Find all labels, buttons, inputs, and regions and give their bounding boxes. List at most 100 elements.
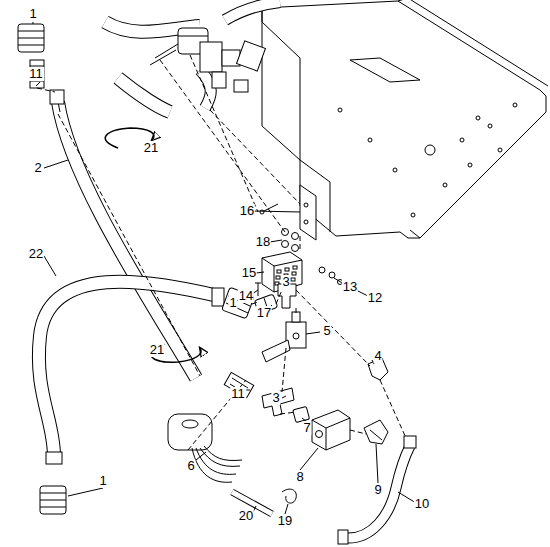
bracket <box>304 220 308 224</box>
callout-number: 11 <box>230 387 246 401</box>
callout-number: 12 <box>367 291 383 305</box>
callout-number: 3 <box>271 391 280 405</box>
callout-number: 16 <box>239 204 255 218</box>
assembly-line <box>276 290 282 304</box>
terminal-block <box>319 267 325 273</box>
callout-number: 20 <box>238 509 254 523</box>
mounting-plate <box>488 124 492 128</box>
callout-number: 21 <box>149 343 165 357</box>
upper-valve-assembly <box>150 44 178 65</box>
assembly-line <box>300 236 301 250</box>
callout-number: 21 <box>143 141 159 155</box>
hose <box>345 446 410 538</box>
elbow-fitting <box>370 430 382 440</box>
leader-line <box>254 211 300 212</box>
valve-body <box>316 431 323 438</box>
hose <box>39 282 224 464</box>
callout-number: 1 <box>28 7 37 21</box>
mounting-plate <box>262 8 300 160</box>
threaded-fitting <box>30 60 254 398</box>
solenoid-coil <box>168 414 212 450</box>
leader-line <box>33 22 416 514</box>
upper-valve-assembly <box>178 36 208 37</box>
solenoid-coil <box>168 414 242 482</box>
upper-valve-assembly <box>234 80 248 92</box>
callout-number: 1 <box>98 474 107 488</box>
solenoid-coil <box>182 420 198 428</box>
upper-valve-assembly <box>200 42 222 72</box>
illustration <box>18 0 548 544</box>
leader-line <box>33 22 34 24</box>
terminal-block <box>293 266 297 269</box>
nut-fitting <box>18 24 254 514</box>
valve <box>292 312 300 322</box>
mounting-plate <box>410 230 420 238</box>
hose <box>58 102 196 378</box>
assembly-line <box>210 110 300 204</box>
hose <box>50 90 64 104</box>
hose <box>338 436 416 544</box>
assembly-line <box>190 55 258 212</box>
callout-number: 1 <box>228 296 237 310</box>
callout-number: 15 <box>241 266 257 280</box>
callout-number: 5 <box>322 324 331 338</box>
callout-number: 19 <box>277 514 293 528</box>
mounting-plate <box>468 163 472 167</box>
callout-number: 14 <box>238 289 254 303</box>
nut-fitting <box>222 287 255 318</box>
solenoid-coil <box>192 446 242 482</box>
hose <box>58 102 196 378</box>
hose <box>46 452 62 464</box>
valve-body <box>312 418 350 450</box>
leader-line <box>306 332 320 334</box>
leader-line <box>246 390 250 391</box>
mounting-plate <box>425 145 435 155</box>
mounting-plate <box>393 168 397 172</box>
terminal-block <box>255 252 343 296</box>
terminal-block <box>329 272 335 278</box>
hose <box>338 530 348 544</box>
mounting-plate <box>513 103 517 107</box>
tee-fitting <box>262 388 294 416</box>
callout-number: 10 <box>414 497 430 511</box>
hose <box>345 446 410 538</box>
assembly-line <box>58 114 200 376</box>
assembly-line <box>37 55 406 450</box>
hose-clip <box>282 489 296 503</box>
leader-line <box>44 160 68 168</box>
assembly-line <box>350 430 366 434</box>
callout-number: 7 <box>302 421 311 435</box>
assembly-line <box>296 290 370 366</box>
hose <box>39 282 218 456</box>
mounting-plate <box>498 148 502 152</box>
upper-valve-assembly <box>212 72 226 88</box>
terminal-block <box>285 268 289 271</box>
bracket <box>304 203 308 207</box>
mounting-plate <box>398 0 548 86</box>
bracket <box>292 245 299 252</box>
leader-line <box>300 448 318 470</box>
callout-number: 13 <box>342 280 358 294</box>
upper-valve-assembly <box>118 78 170 112</box>
nut-fitting <box>40 486 66 514</box>
upper-valve-assembly <box>237 41 266 71</box>
assembly-line <box>188 380 246 450</box>
callout-number: 18 <box>255 235 271 249</box>
mounting-plate <box>350 58 420 82</box>
callout-number: 6 <box>186 459 195 473</box>
leader-line <box>270 240 282 242</box>
terminal-block <box>277 270 281 273</box>
terminal-block <box>291 278 295 281</box>
terminal-block <box>292 272 296 275</box>
mounting-plate <box>338 108 342 112</box>
callout-number: 11 <box>28 67 44 81</box>
bracket <box>282 241 289 248</box>
hose-clip <box>282 489 296 503</box>
elbow-fitting <box>364 420 388 444</box>
assembly-line <box>280 412 296 414</box>
tee-fitting <box>262 284 296 416</box>
assembly-line <box>160 60 285 232</box>
terminal-block <box>255 283 261 296</box>
rotation-arrow <box>105 128 201 362</box>
